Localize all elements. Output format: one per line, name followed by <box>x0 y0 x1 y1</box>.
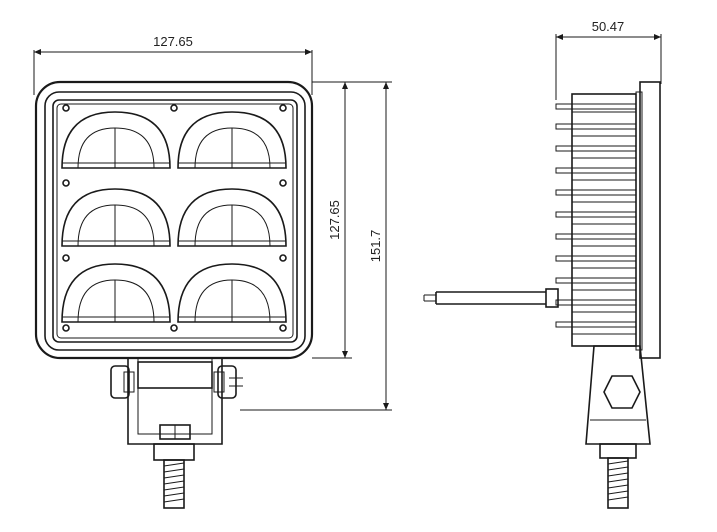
lamp-housing-inner <box>44 91 306 351</box>
lens-frame <box>52 99 298 343</box>
side-depth-dimension: 50.47 <box>555 19 662 100</box>
side-depth-label: 50.47 <box>592 19 625 34</box>
power-cable <box>423 288 559 308</box>
front-width-label: 127.65 <box>153 34 193 49</box>
front-view: 127.65 <box>33 34 392 509</box>
led-reflectors <box>61 111 287 323</box>
side-heatsink-body <box>571 93 637 347</box>
front-height-label: 127.65 <box>327 200 342 240</box>
lens-frame-inner <box>56 103 294 339</box>
led-reflector-4 <box>177 188 287 247</box>
led-reflector-5 <box>61 263 171 323</box>
side-front-plate <box>639 81 661 359</box>
side-mounting-bracket <box>585 345 651 509</box>
cooling-fins <box>555 103 637 335</box>
led-reflector-6 <box>177 263 287 323</box>
front-screws <box>62 104 287 332</box>
front-width-dimension: 127.65 <box>33 34 313 95</box>
total-height-label: 151.7 <box>368 230 383 263</box>
led-reflector-1 <box>61 111 171 169</box>
lamp-housing-outer <box>34 80 314 360</box>
front-height-dimension: 127.65 <box>312 81 352 359</box>
side-view: 50.47 <box>423 19 662 509</box>
total-height-dimension: 151.7 <box>240 81 392 411</box>
led-reflector-3 <box>61 188 171 247</box>
led-reflector-2 <box>177 111 287 169</box>
front-mounting-bracket <box>110 358 243 509</box>
